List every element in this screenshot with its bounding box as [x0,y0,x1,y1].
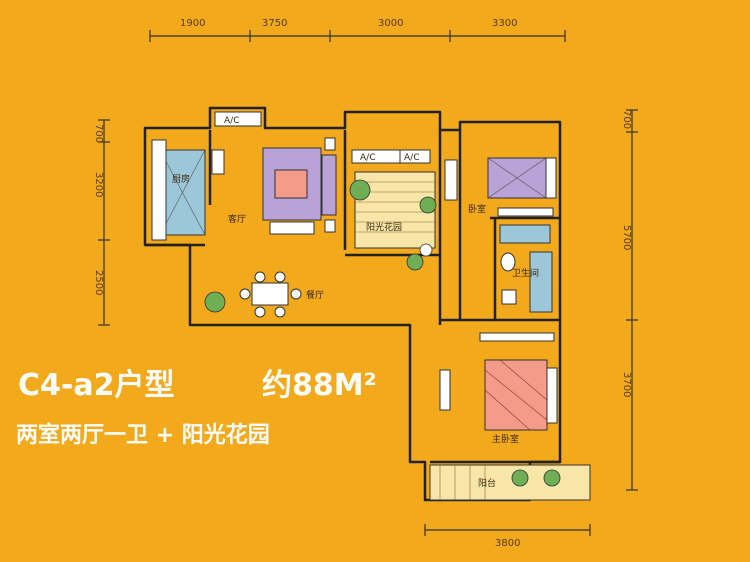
top-dim-1: 1900 [180,18,205,29]
room-sun-garden: 阳光花园 [366,221,402,233]
interior-walls [145,130,560,464]
room-living: 客厅 [228,213,246,225]
balcony-area [429,464,591,501]
dining-area [204,271,302,318]
room-kitchen: 厨房 [172,173,190,185]
bathroom-area [499,224,553,313]
top-dim-3: 3000 [378,18,403,29]
right-dimension-line [626,109,638,491]
outer-wall [143,106,562,502]
room-bathroom: 卫生间 [512,267,539,279]
left-dim-1: 700 [93,124,104,143]
room-dining: 餐厅 [306,289,324,301]
room-master-bedroom: 主卧室 [492,433,519,445]
top-dim-4: 3300 [492,18,517,29]
layout-description: 两室两厅一卫 + 阳光花园 [16,422,270,448]
left-dimension-line [98,119,110,326]
room-bedroom: 卧室 [468,203,486,215]
ac-unit-garden-2: A/C [404,153,419,163]
right-dim-1: 700 [621,110,632,129]
sun-garden-area: A/C A/C [349,149,458,271]
ac-unit-garden-1: A/C [360,153,375,163]
model-title: C4-a2户型 [18,368,174,403]
top-dimension-line [149,30,566,42]
left-dim-2: 3200 [93,172,104,197]
master-bedroom-area [439,332,558,431]
bedroom-area [487,157,557,217]
top-dim-2: 3750 [262,18,287,29]
area-label: 约88M² [262,368,377,403]
living-room-area: A/C [214,111,337,235]
right-dim-3: 3700 [621,372,632,397]
ac-unit-living: A/C [224,116,239,126]
kitchen-area [151,139,225,241]
bottom-dimension-line [424,524,591,536]
room-balcony: 阳台 [478,477,496,489]
right-dim-2: 5700 [621,225,632,250]
left-dim-3: 2500 [93,270,104,295]
bottom-dim: 3800 [495,538,520,549]
